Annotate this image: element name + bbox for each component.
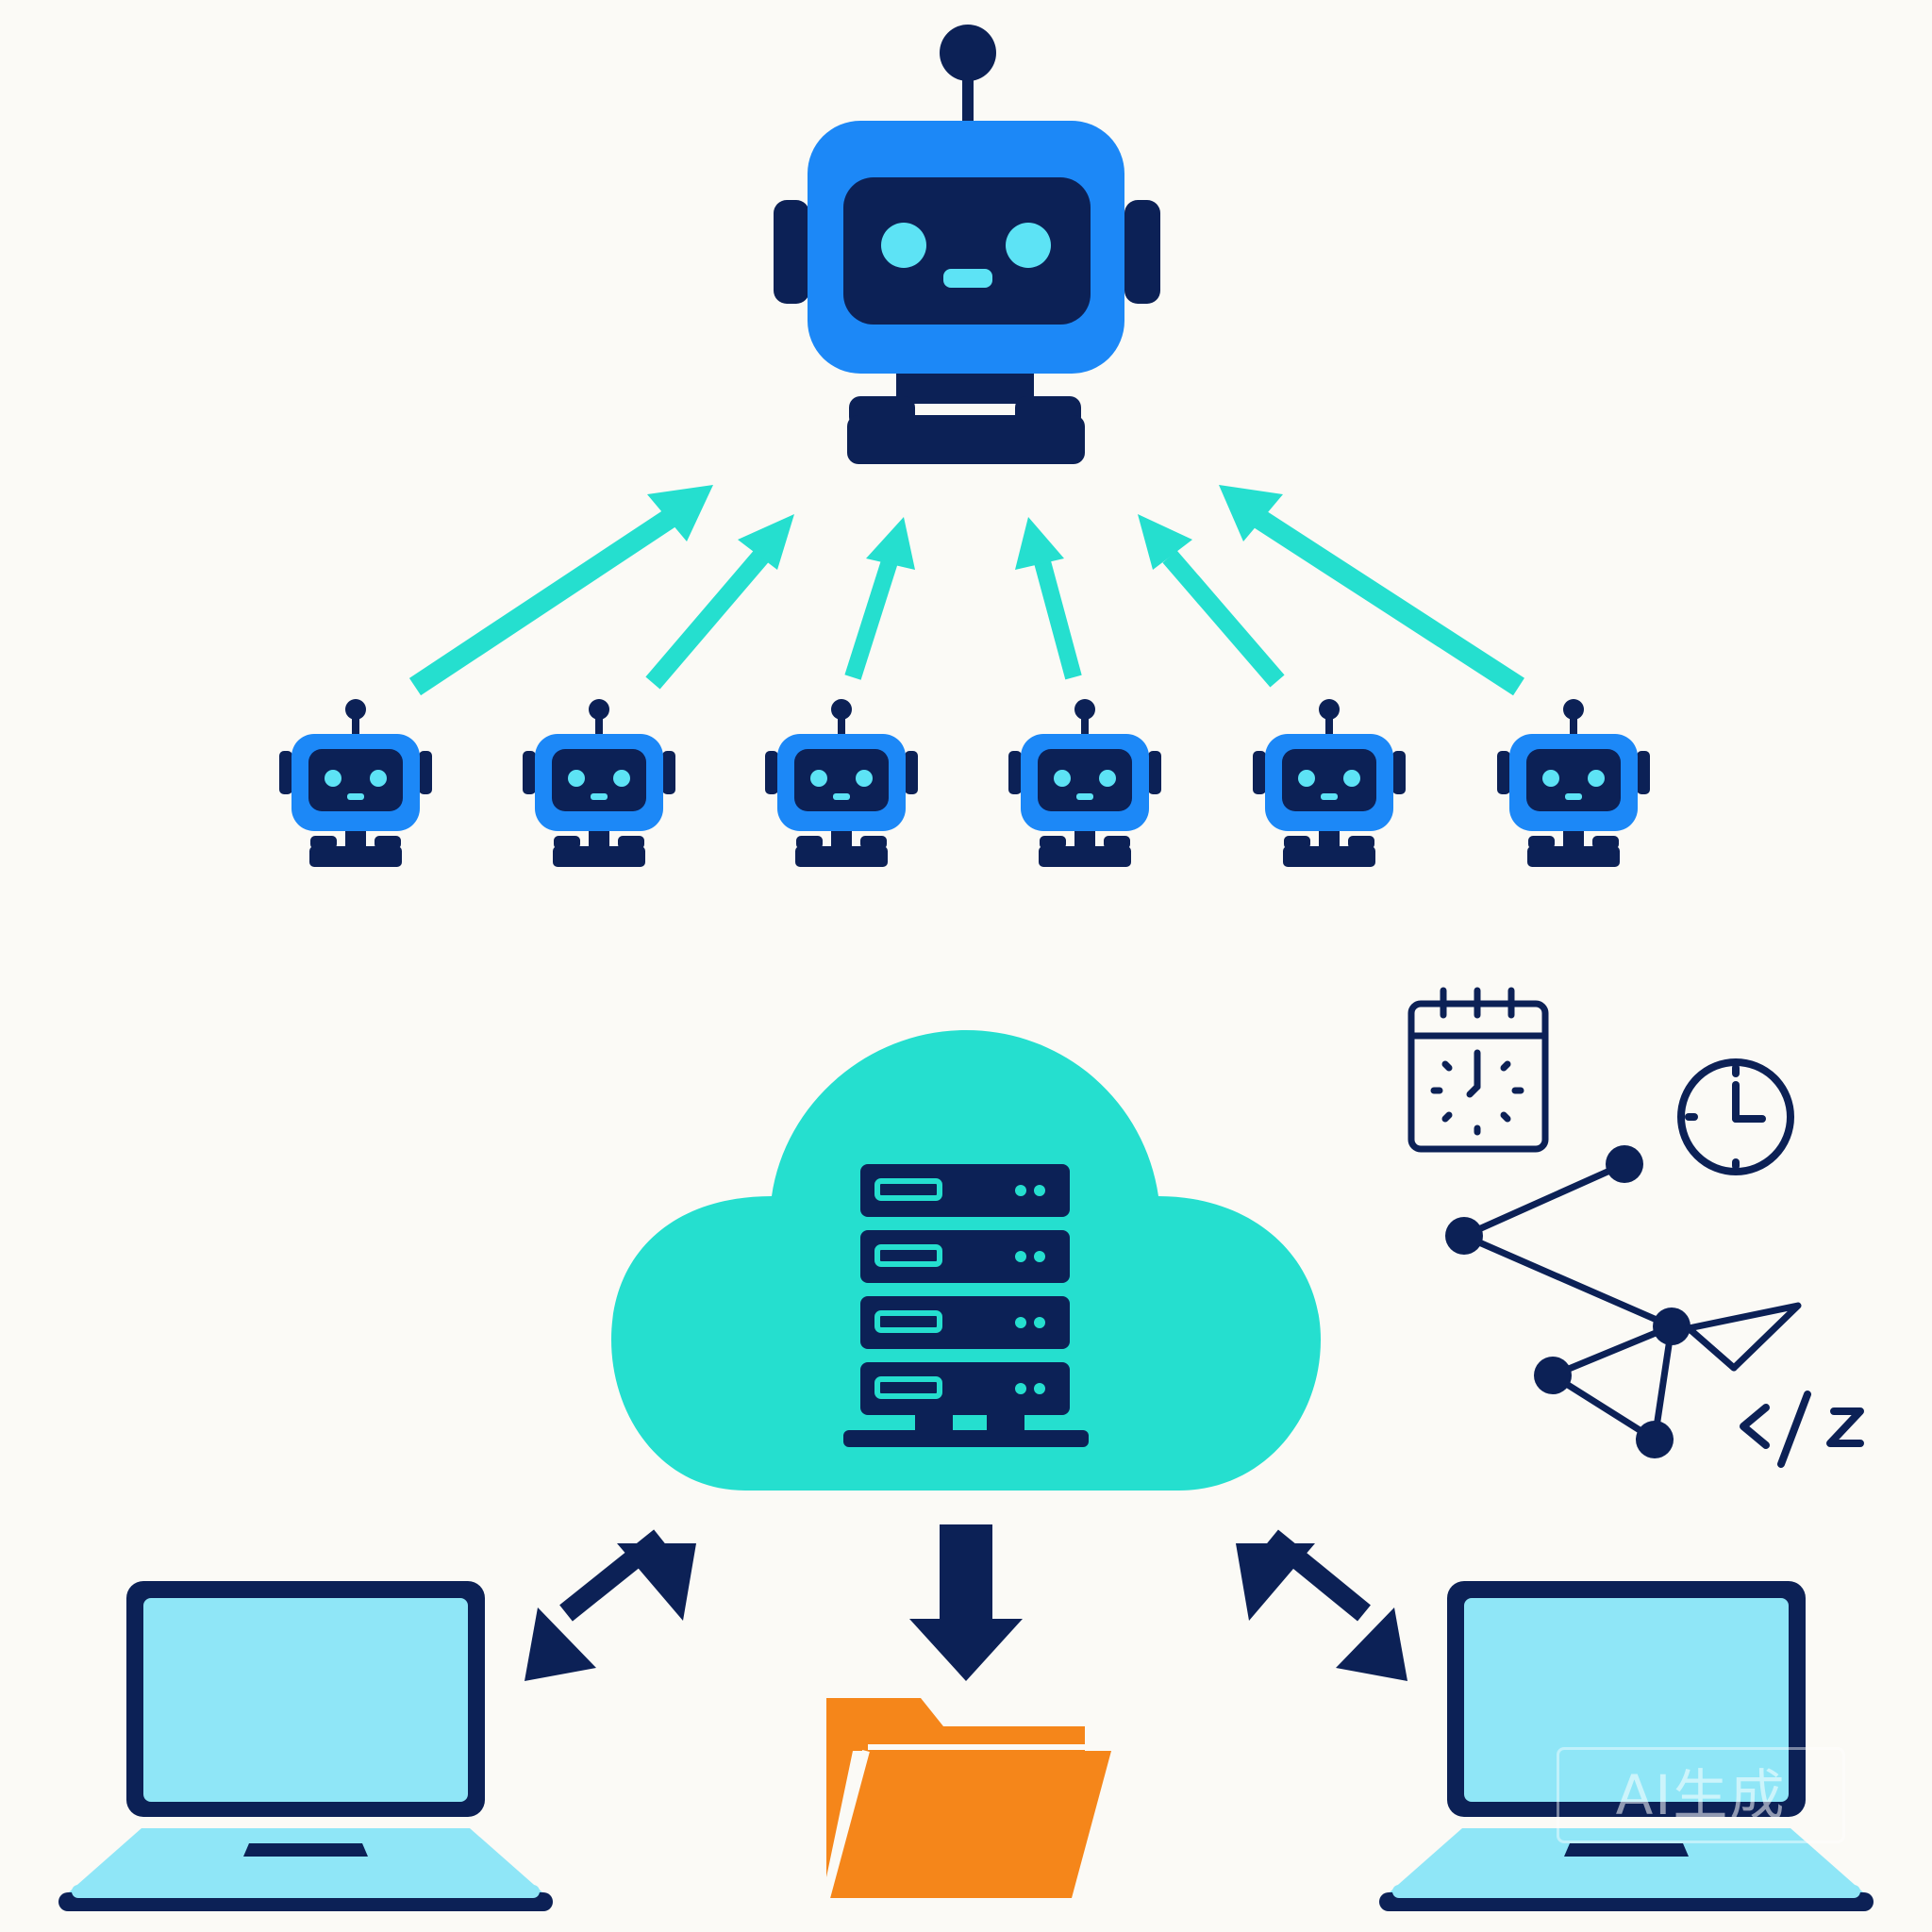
server-unit-1	[860, 1164, 1070, 1217]
worker-agent-3-robot-icon	[765, 699, 918, 867]
worker-agent-5-robot-icon	[1253, 699, 1406, 867]
folder-icon	[823, 1698, 1111, 1900]
arrow-worker-6	[1219, 485, 1524, 696]
paper-plane-icon	[1685, 1302, 1802, 1372]
ai-generated-watermark: AI生成	[1557, 1747, 1845, 1843]
left-laptop-icon	[58, 1581, 553, 1911]
worker-agent-6-robot-icon	[1497, 699, 1650, 867]
double-arrow-right-laptop	[1236, 1529, 1407, 1681]
worker-agent-1-robot-icon	[279, 699, 432, 867]
server-unit-4	[860, 1362, 1070, 1415]
double-arrow-left-laptop	[525, 1529, 696, 1681]
arrow-worker-5	[1138, 514, 1285, 688]
node-graph-icon	[1445, 1145, 1690, 1458]
server-unit-3	[860, 1296, 1070, 1349]
worker-agent-4-robot-icon	[1008, 699, 1161, 867]
agent-arrows	[408, 485, 1524, 696]
arrow-to-folder	[909, 1524, 1023, 1681]
arrow-worker-3	[844, 517, 915, 680]
server-rack-icon	[843, 1164, 1089, 1447]
code-icon	[1740, 1391, 1864, 1468]
orchestrator-robot-icon	[774, 25, 1160, 464]
right-laptop-icon	[1379, 1581, 1874, 1911]
server-unit-2	[860, 1230, 1070, 1283]
arrow-worker-4	[1015, 517, 1082, 680]
worker-agent-2-robot-icon	[523, 699, 675, 867]
arrow-worker-2	[645, 514, 794, 690]
calendar-icon	[1407, 987, 1549, 1153]
worker-agents	[279, 699, 1650, 867]
clock-icon	[1677, 1058, 1794, 1175]
cloud-link-arrows	[525, 1524, 1407, 1681]
arrow-worker-1	[408, 485, 713, 696]
